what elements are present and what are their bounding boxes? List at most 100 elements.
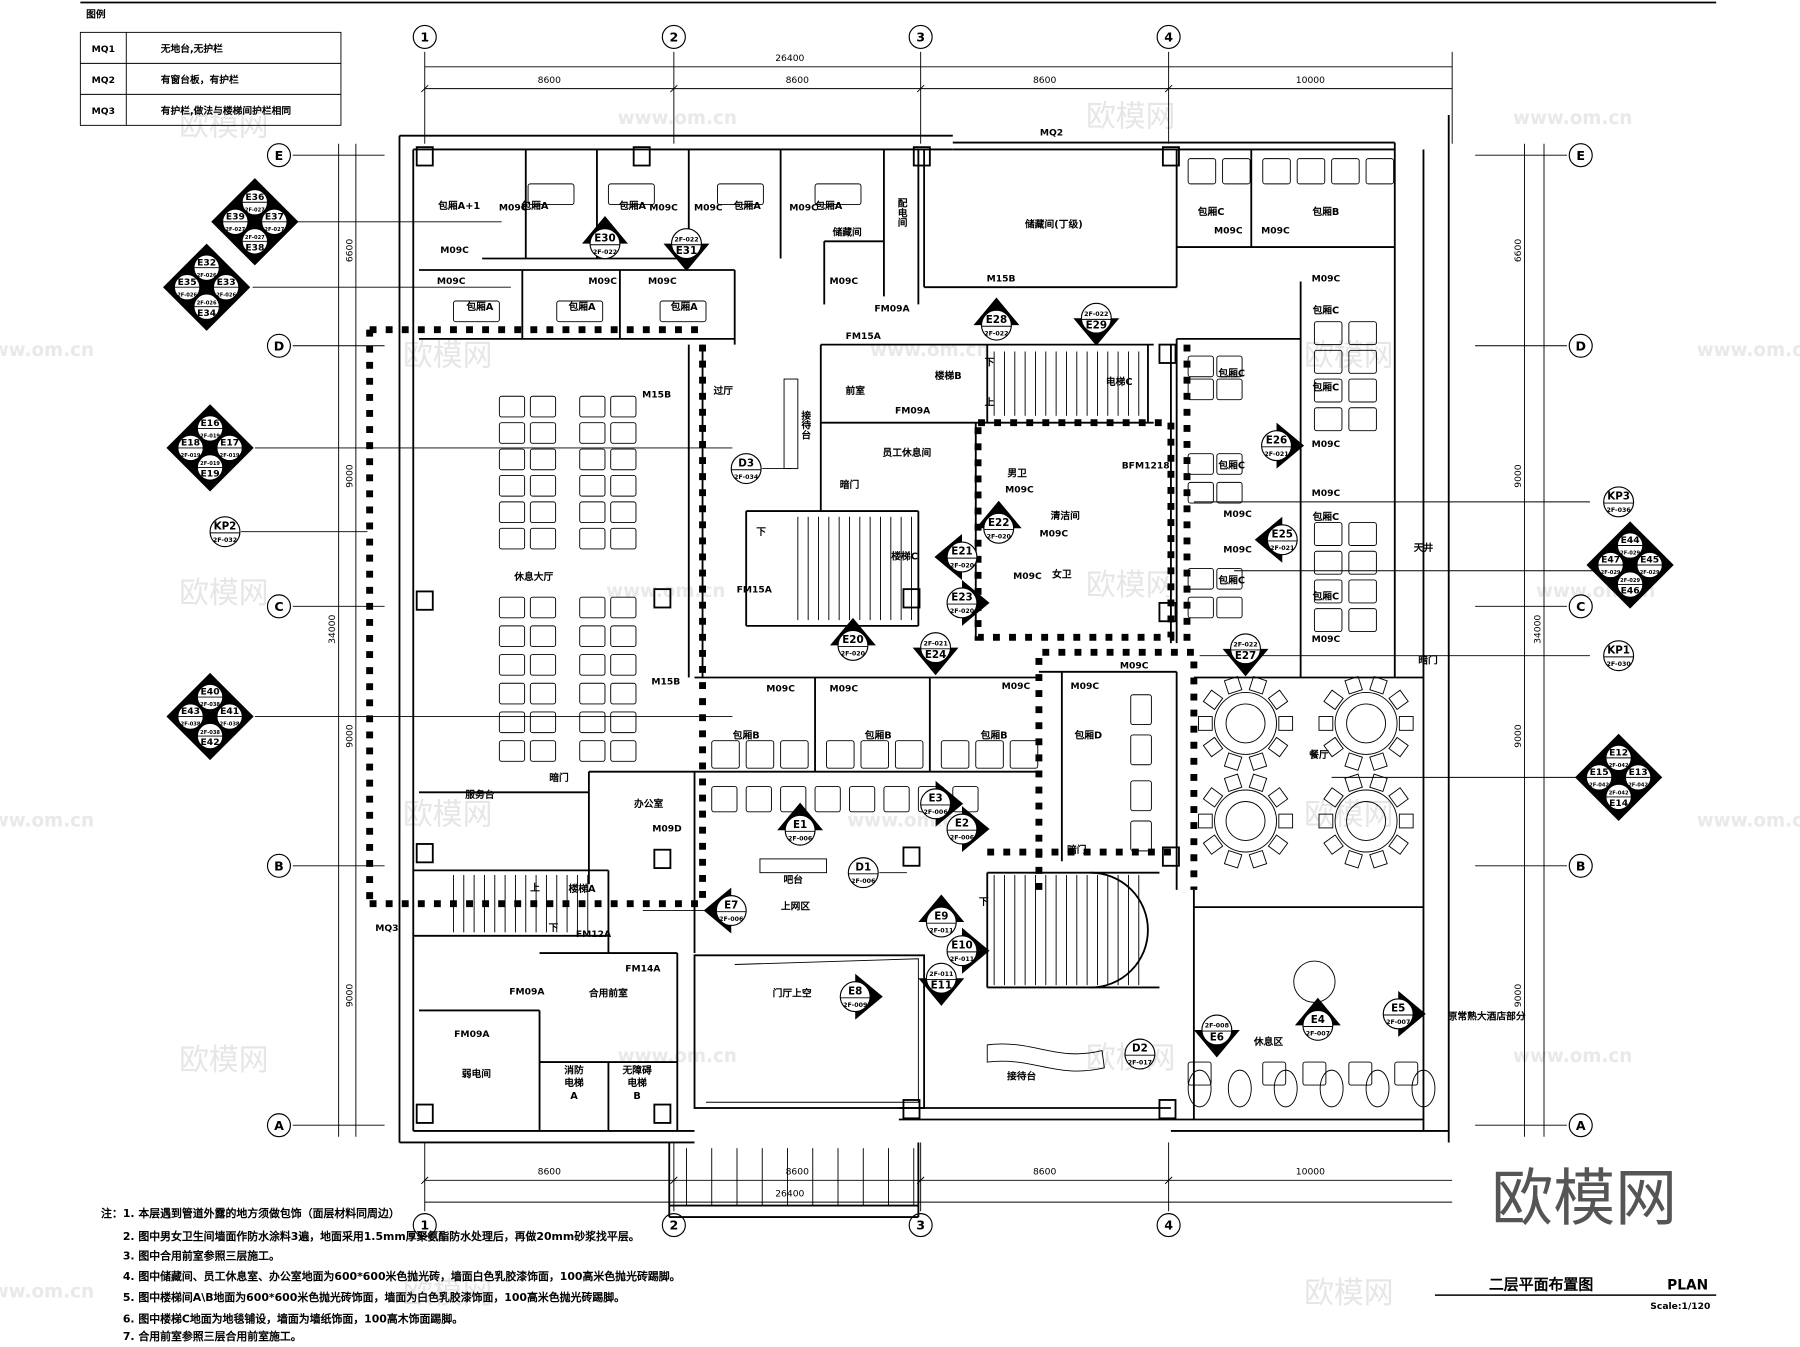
room-label: 包厢B xyxy=(980,728,1008,741)
index-bubble xyxy=(980,309,1012,341)
door-tag: M09C xyxy=(1312,273,1341,284)
chair xyxy=(579,711,606,734)
room-label-line: 弱电间 xyxy=(462,1067,491,1080)
room-label: 包厢C xyxy=(1217,459,1245,472)
dining-chair xyxy=(1398,716,1414,731)
room-label: 接待台 xyxy=(799,409,811,441)
structural-column xyxy=(902,1099,921,1120)
index-text: 2F-011 xyxy=(929,971,953,978)
chair xyxy=(1009,740,1039,769)
chair xyxy=(894,740,924,769)
room-label-line: 包厢C xyxy=(1217,367,1245,380)
index-text: E17 xyxy=(220,438,239,449)
index-text: E42 xyxy=(201,737,220,748)
grid-axis-bubble xyxy=(266,143,292,168)
title-block: 二层平面布置图 PLAN Scale:1/120 xyxy=(1434,1275,1717,1312)
watermark-logo: 欧模网 xyxy=(1086,99,1175,134)
chair xyxy=(498,448,526,471)
room-label: 下 xyxy=(985,356,995,368)
index-text: E40 xyxy=(201,687,220,698)
chair xyxy=(610,711,637,734)
index-text: E34 xyxy=(197,308,216,319)
room-label-line: 服务台 xyxy=(465,788,494,801)
grid-axis-bubble xyxy=(908,1213,933,1238)
index-text: KP3 xyxy=(1607,491,1630,503)
grid-axis-bubble xyxy=(1156,1213,1181,1238)
dimension-tick xyxy=(670,84,678,93)
grid-axis-label: 3 xyxy=(916,30,925,45)
dimension-value: 9000 xyxy=(344,724,355,748)
chair xyxy=(1187,158,1217,185)
room-label: 办公室 xyxy=(634,797,663,810)
index-bubble xyxy=(837,629,869,661)
door-tag: FM15A xyxy=(737,585,773,596)
chair xyxy=(780,740,809,769)
structural-column xyxy=(902,846,921,867)
index-text: E2 xyxy=(955,818,969,830)
chair xyxy=(745,786,772,813)
chair xyxy=(610,654,637,676)
dimension-tick xyxy=(420,1176,429,1185)
room-label-line: 包厢B xyxy=(732,728,760,741)
room-label: 包厢C xyxy=(1312,381,1340,394)
coffee-table xyxy=(1319,1069,1344,1108)
grid-axis-bubble xyxy=(661,1213,686,1238)
coffee-table xyxy=(1187,1069,1212,1108)
walls xyxy=(366,115,1450,1218)
index-text: 2F-019 xyxy=(220,453,240,459)
room-label-line: 下 xyxy=(985,356,995,368)
door-tag: M15B xyxy=(642,389,671,400)
note-item: 3. 图中合用前室参照三层施工。 xyxy=(123,1249,280,1263)
chair xyxy=(610,501,637,524)
index-bubble xyxy=(920,788,952,820)
dimension-value: 8600 xyxy=(786,1167,810,1178)
index-bubble xyxy=(925,962,957,994)
room-label: 包厢A xyxy=(567,300,595,313)
room-label-line: 包厢B xyxy=(864,728,892,741)
index-text: E22 xyxy=(988,517,1009,529)
chair xyxy=(529,475,557,497)
door-tag: FM09A xyxy=(454,1029,490,1040)
index-text: E23 xyxy=(951,592,972,604)
room-label: 包厢D xyxy=(1073,728,1102,741)
chair xyxy=(498,711,526,734)
door-tag: FM12A xyxy=(576,929,612,940)
dining-chair xyxy=(1223,849,1243,869)
door-tag: M09C xyxy=(1120,660,1149,671)
dining-chair xyxy=(1369,773,1388,793)
room-label-line: 下 xyxy=(756,526,766,538)
chair xyxy=(1313,550,1343,575)
chair xyxy=(1348,1061,1373,1086)
dining-chair xyxy=(1323,834,1344,855)
door-tag: M09C xyxy=(648,276,677,287)
index-text: 2F-020 xyxy=(987,534,1012,541)
room-label-line: 暗门 xyxy=(840,478,860,491)
index-text: 2F-038 xyxy=(200,702,220,708)
index-text: E3 xyxy=(928,792,942,804)
dimension-value: 8600 xyxy=(538,1167,562,1178)
door-tag: FM09A xyxy=(895,405,931,416)
index-text: 2F-042 xyxy=(1609,791,1629,797)
index-text: E45 xyxy=(1640,555,1659,566)
round-table xyxy=(1214,789,1277,853)
room-label: 原常熟大酒店部分 xyxy=(1448,1010,1526,1023)
chair xyxy=(579,625,606,647)
room-label-line: 上 xyxy=(530,881,540,894)
index-text: 2F-027 xyxy=(264,227,284,233)
watermark-url: www.om.cn xyxy=(618,108,737,129)
dining-chair xyxy=(1223,773,1243,793)
watermark-logo: 欧模网 xyxy=(1491,1161,1677,1234)
room-label-line: 楼梯B xyxy=(935,369,962,382)
chair xyxy=(579,527,606,550)
room-label: 清洁间 xyxy=(1051,509,1080,522)
dining-chair xyxy=(1369,752,1388,771)
dining-chair xyxy=(1223,752,1243,771)
